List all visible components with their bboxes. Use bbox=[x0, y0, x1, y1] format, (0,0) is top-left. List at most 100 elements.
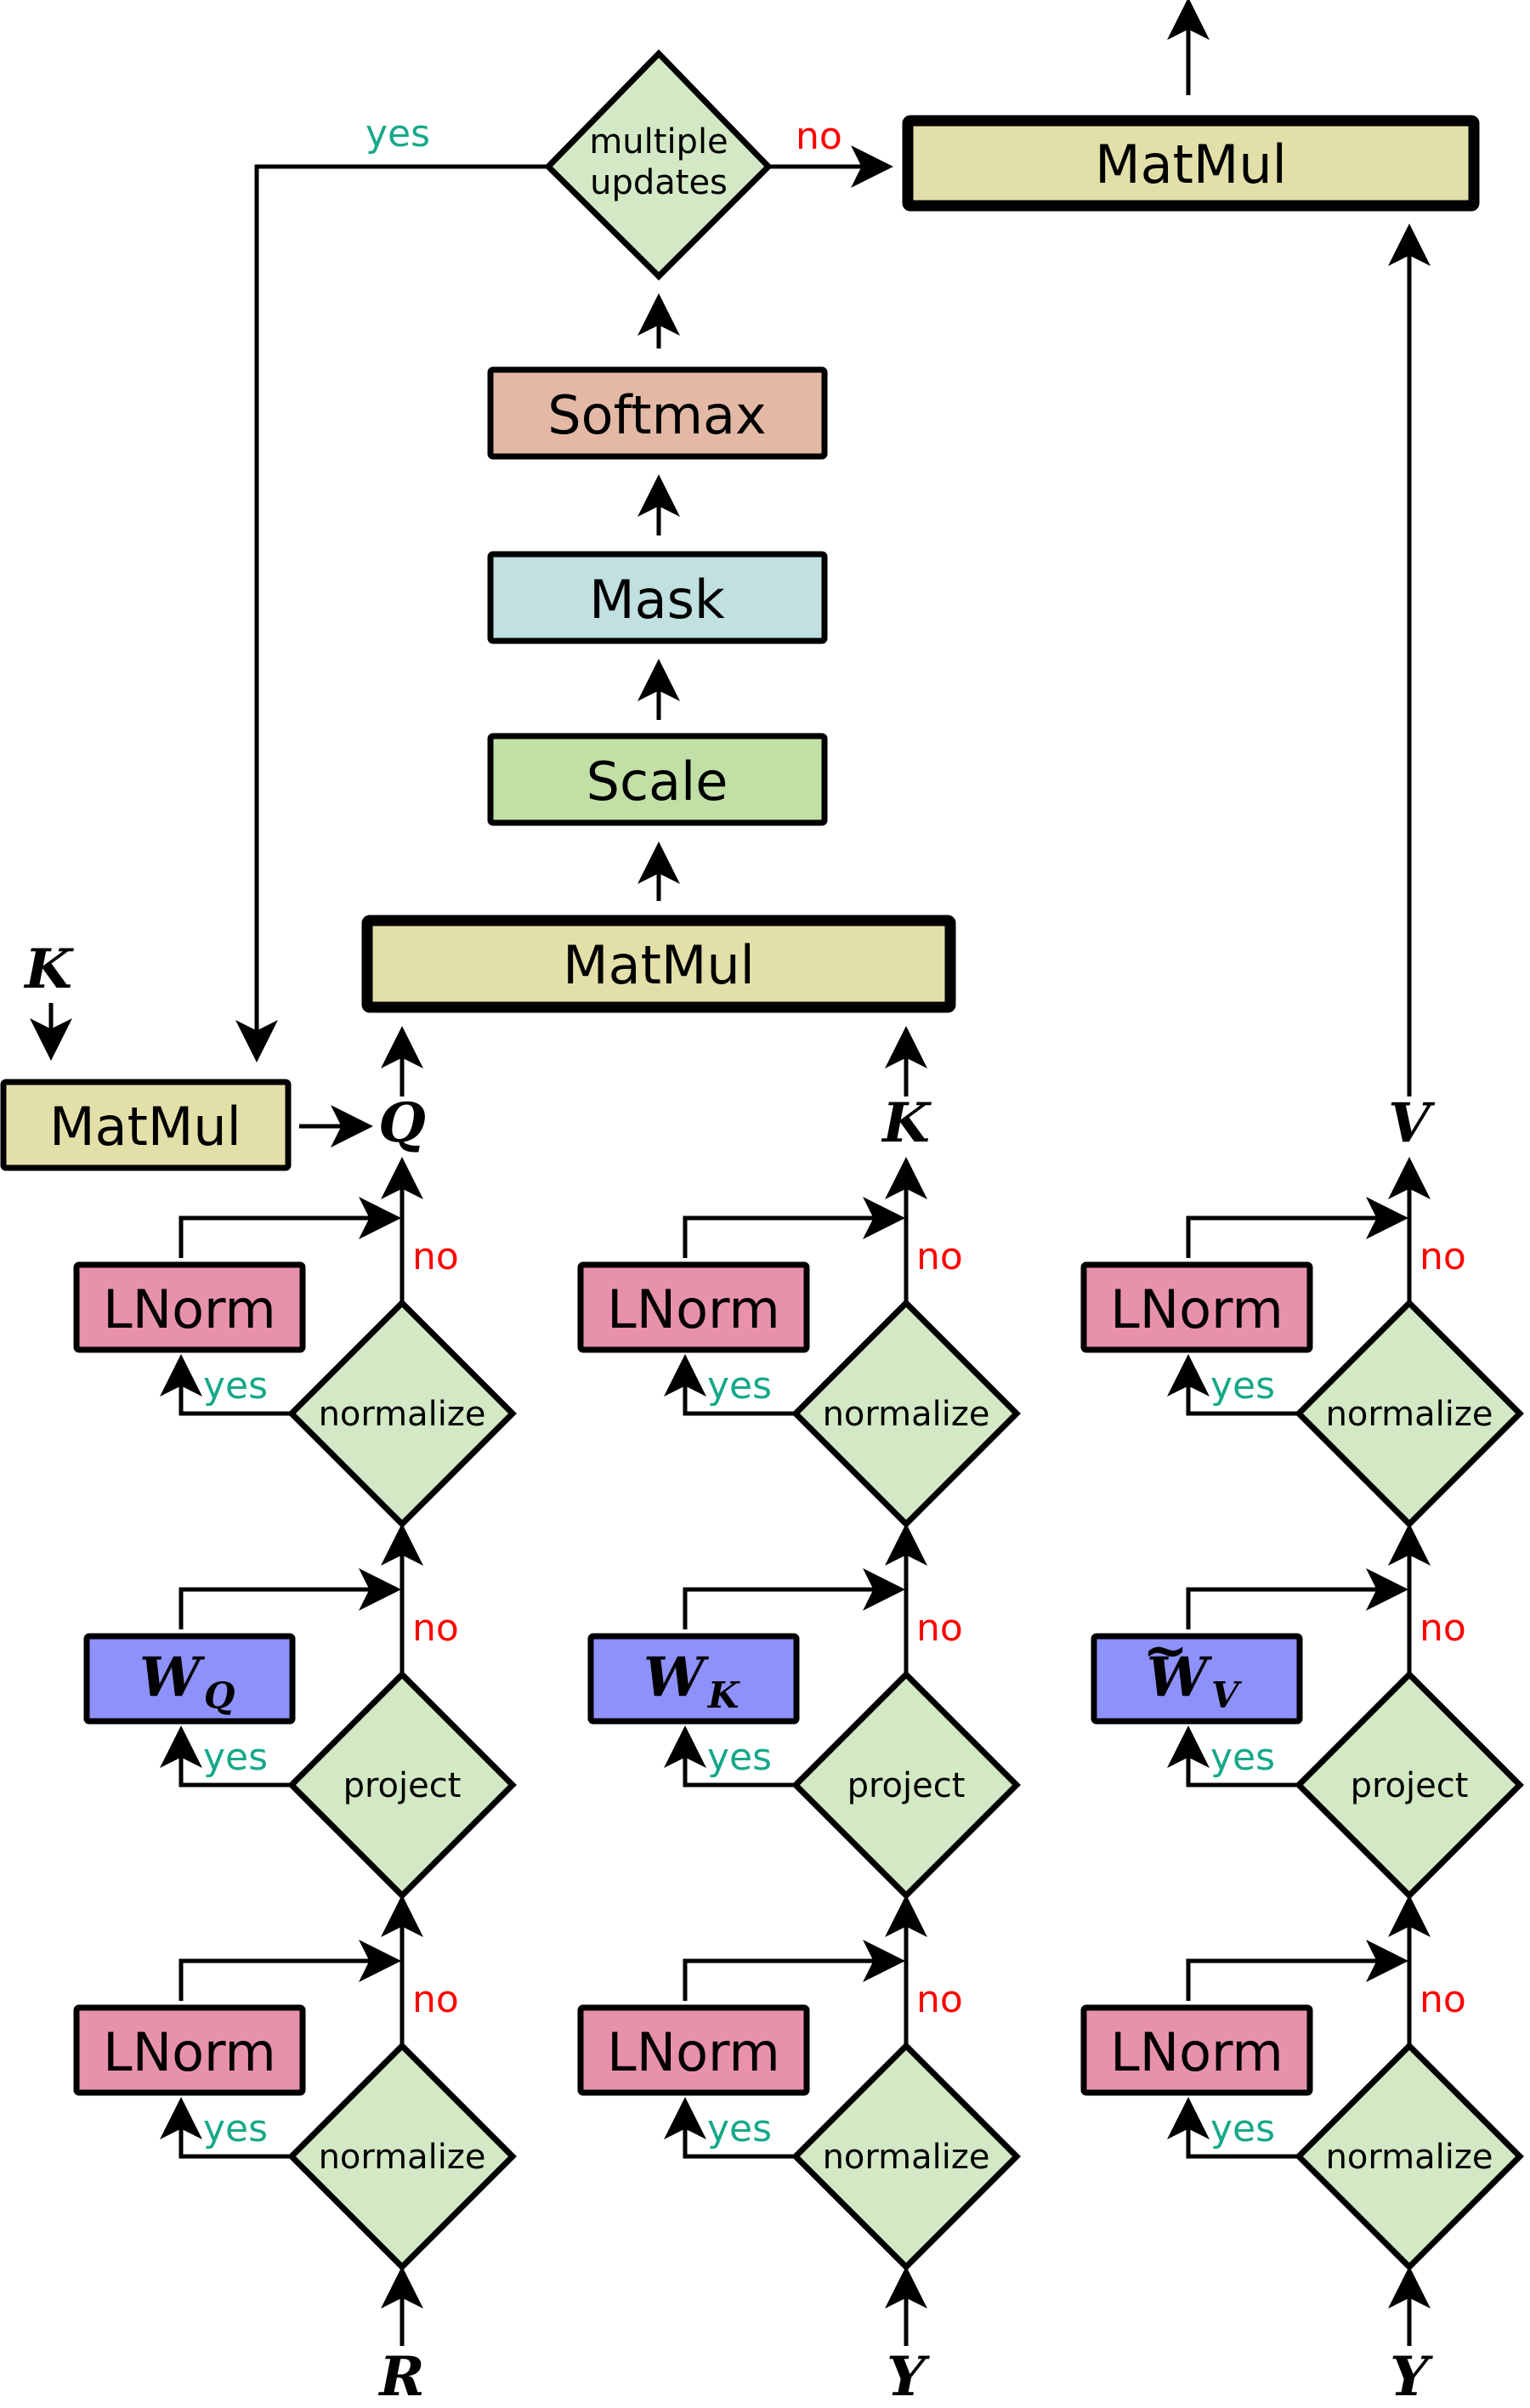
multiple-updates-no-label: no bbox=[796, 115, 842, 158]
lnorm-label: LNorm bbox=[607, 1278, 780, 1340]
output-matmul-box bbox=[902, 115, 1480, 212]
column-k: KYnormalizeyesLNormnoprojectyesWKnonorma… bbox=[577, 1091, 1021, 2408]
weight-node[interactable]: WK bbox=[587, 1633, 800, 1725]
decision-diamond bbox=[287, 2042, 517, 2271]
multiple-updates-line1: multiple bbox=[589, 122, 728, 161]
decision-label: normalize bbox=[1326, 2138, 1493, 2177]
weight-letter: W bbox=[643, 1646, 710, 1709]
weight-symbol: WQ bbox=[139, 1646, 235, 1716]
decision-diamond bbox=[791, 2042, 1021, 2271]
yes-label: yes bbox=[1210, 1364, 1275, 1408]
weight-subscript: Q bbox=[204, 1674, 235, 1716]
normalize-decision[interactable]: normalize bbox=[791, 2042, 1021, 2271]
decision-label: normalize bbox=[823, 2138, 990, 2177]
weight-subscript: V bbox=[1211, 1674, 1243, 1716]
lnorm-label: LNorm bbox=[103, 2021, 276, 2083]
yes-branch-arrow bbox=[1167, 1354, 1299, 1416]
lnorm-node[interactable]: LNorm bbox=[577, 2004, 810, 2096]
weight-subscript: K bbox=[707, 1674, 740, 1716]
normalize-decision[interactable]: normalize bbox=[287, 1299, 517, 1528]
no-label: no bbox=[1420, 1235, 1466, 1278]
weight-symbol: WV bbox=[1147, 1646, 1243, 1716]
mask-box bbox=[487, 551, 828, 644]
normalize-decision[interactable]: normalize bbox=[791, 1299, 1021, 1528]
no-label: no bbox=[916, 1235, 963, 1278]
normalize-decision[interactable]: normalize bbox=[1295, 2042, 1524, 2271]
mask-node[interactable]: Mask bbox=[487, 551, 828, 644]
lnorm-node[interactable]: LNorm bbox=[73, 2004, 306, 2096]
score-matmul-node[interactable]: MatMul bbox=[361, 915, 956, 1013]
return-arrow bbox=[683, 1940, 905, 2001]
column-input-k: Y bbox=[887, 2345, 930, 2408]
return-arrow bbox=[1186, 1940, 1408, 2001]
lnorm-label: LNorm bbox=[1110, 1278, 1284, 1340]
lnorm-box bbox=[1080, 1261, 1313, 1353]
column-input-q: R bbox=[377, 2345, 424, 2408]
lnorm-box bbox=[73, 1261, 306, 1353]
project-decision[interactable]: project bbox=[791, 1670, 1021, 1900]
column-q: QRnormalizeyesLNormnoprojectyesWQnonorma… bbox=[73, 1091, 517, 2408]
column-output-v: V bbox=[1388, 1091, 1436, 1155]
no-label: no bbox=[1420, 1606, 1466, 1650]
weight-box bbox=[1091, 1633, 1303, 1725]
lnorm-box bbox=[577, 2004, 810, 2096]
no-label: no bbox=[412, 1235, 459, 1278]
softmax-node[interactable]: Softmax bbox=[487, 366, 828, 460]
weight-node[interactable]: WQ bbox=[83, 1633, 296, 1725]
yes-label: yes bbox=[1210, 2107, 1275, 2150]
yes-branch-arrow bbox=[160, 2097, 292, 2159]
weight-node[interactable]: WV~ bbox=[1091, 1618, 1303, 1725]
tilde-accent: ~ bbox=[1142, 1618, 1188, 1682]
decision-label: project bbox=[847, 1766, 966, 1805]
yes-label: yes bbox=[203, 1736, 268, 1779]
lnorm-node[interactable]: LNorm bbox=[1080, 1261, 1313, 1353]
no-label: no bbox=[412, 1606, 459, 1650]
yes-branch-arrow bbox=[664, 2097, 796, 2159]
lnorm-node[interactable]: LNorm bbox=[73, 1261, 306, 1353]
normalize-decision[interactable]: normalize bbox=[287, 2042, 517, 2271]
softmax-box bbox=[487, 366, 828, 460]
yes-label: yes bbox=[203, 1364, 268, 1408]
mask-label: Mask bbox=[589, 569, 725, 631]
normalize-decision[interactable]: normalize bbox=[1295, 1299, 1524, 1528]
weight-box bbox=[587, 1633, 800, 1725]
yes-loop-line bbox=[235, 164, 548, 1062]
lnorm-box bbox=[1080, 2004, 1313, 2096]
column-output-q: Q bbox=[378, 1091, 426, 1155]
weight-box bbox=[83, 1633, 296, 1725]
multiple-updates-diamond bbox=[544, 48, 773, 280]
yes-label: yes bbox=[707, 1364, 772, 1408]
weight-letter: W bbox=[139, 1646, 206, 1709]
lnorm-label: LNorm bbox=[607, 2021, 780, 2083]
lnorm-box bbox=[73, 2004, 306, 2096]
return-arrow bbox=[178, 1197, 401, 1258]
return-arrow bbox=[1186, 1197, 1408, 1258]
output-matmul-node[interactable]: MatMul bbox=[902, 115, 1480, 212]
side-matmul-box bbox=[0, 1079, 292, 1171]
yes-branch-arrow bbox=[160, 1354, 292, 1416]
score-matmul-label: MatMul bbox=[563, 934, 755, 996]
return-arrow bbox=[1186, 1568, 1408, 1629]
side-matmul-node[interactable]: MatMul bbox=[0, 1079, 292, 1171]
lnorm-node[interactable]: LNorm bbox=[1080, 2004, 1313, 2096]
lnorm-box bbox=[577, 1261, 810, 1353]
multiple-updates-decision[interactable]: multiple updates bbox=[544, 48, 773, 280]
scale-box bbox=[487, 733, 828, 826]
yes-branch-arrow bbox=[1167, 1725, 1299, 1788]
yes-branch-arrow bbox=[664, 1725, 796, 1788]
output-matmul-label: MatMul bbox=[1095, 133, 1287, 195]
decision-label: project bbox=[1351, 1766, 1469, 1805]
project-decision[interactable]: project bbox=[1295, 1670, 1524, 1900]
k-upper-norm-stage: normalize yes LNorm no bbox=[577, 1157, 1021, 1528]
v-upper-norm-stage: normalize yes LNorm no bbox=[1080, 1157, 1524, 1528]
scale-node[interactable]: Scale bbox=[487, 733, 828, 826]
lnorm-node[interactable]: LNorm bbox=[577, 1261, 810, 1353]
yes-branch-arrow bbox=[160, 1725, 292, 1788]
return-arrow bbox=[178, 1568, 401, 1629]
project-decision[interactable]: project bbox=[287, 1670, 517, 1900]
